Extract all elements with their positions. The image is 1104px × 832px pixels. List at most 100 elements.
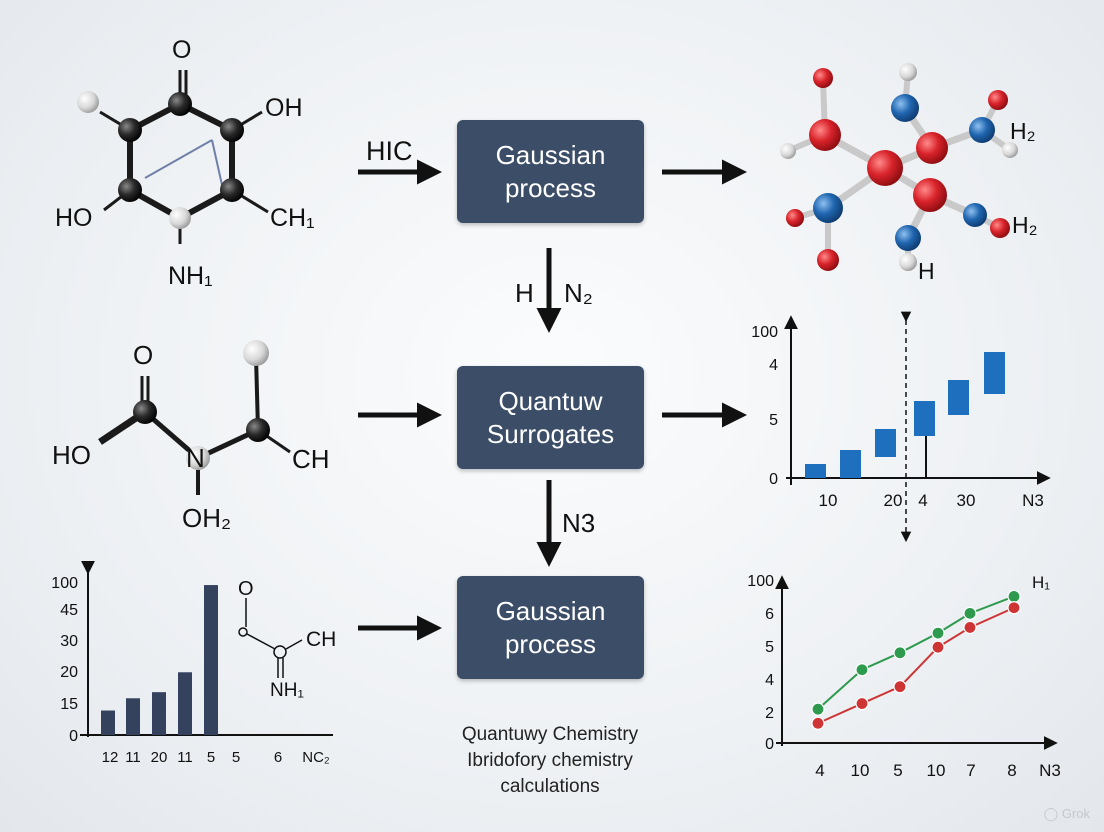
line-xtick: 8 — [1007, 761, 1016, 780]
box-mid-line2: Surrogates — [486, 418, 615, 449]
bar-right-xtick: 30 — [957, 491, 976, 510]
bar-right-xtick: 20 — [884, 491, 903, 510]
bar-left-bar-1 — [126, 698, 140, 735]
line-point-0-2 — [893, 646, 907, 660]
bar-right-xtick: N3 — [1022, 491, 1044, 510]
bar-right-ytick: 5 — [769, 412, 778, 429]
bar-right-ytick: 100 — [751, 324, 778, 341]
line-xtick: N3 — [1039, 761, 1061, 780]
bar-left-ytick: 20 — [60, 664, 78, 681]
caption: Quantuwy Chemistry Ibridofory chemistry … — [415, 722, 685, 800]
bar-left-bar-3 — [178, 672, 192, 735]
caption-line3: calculations — [500, 776, 600, 797]
line-legend-h1: H₁ — [1032, 573, 1050, 592]
bar-left-xtick: 20 — [151, 749, 168, 766]
bar-left-xtick: 6 — [274, 749, 282, 766]
molecule-3d — [780, 63, 1018, 271]
line-point-1-2 — [893, 680, 907, 694]
amide-label-ho: HO — [52, 440, 91, 470]
caption-line1: Quantuwy Chemistry — [461, 724, 639, 745]
amide-label-oh2: OH₂ — [182, 503, 232, 533]
line-ytick: 4 — [765, 672, 774, 689]
bar-right-bar-0 — [805, 464, 826, 478]
bar-left-ytick: 30 — [60, 633, 78, 650]
line-xtick: 10 — [851, 761, 870, 780]
bar-right-bar-1 — [840, 450, 861, 478]
molecule-amide — [98, 340, 291, 495]
small-label-o: O — [238, 578, 254, 600]
box-bottom-line2: process — [504, 628, 597, 659]
bar-left-bar-0 — [101, 710, 115, 735]
line-ytick: 0 — [765, 736, 774, 753]
benzene-label-o: O — [172, 36, 192, 64]
bar-right-xtick: 10 — [819, 491, 838, 510]
bar-left-xtick: 12 — [102, 749, 119, 766]
bar-left-xtick: NC₂ — [302, 749, 330, 766]
bar-right-bar-5 — [984, 352, 1005, 394]
bar-left-ytick: 100 — [51, 575, 78, 592]
bar-left-ytick: 15 — [60, 696, 78, 713]
bar-right-bar-3 — [914, 401, 935, 436]
line-point-1-1 — [855, 696, 869, 711]
bar-right-ytick: 0 — [769, 471, 778, 488]
line-point-0-0 — [811, 702, 825, 716]
line-xtick: 5 — [893, 761, 902, 780]
small-label-nh1: NH₁ — [270, 680, 304, 701]
bar-left-xtick: 5 — [232, 749, 240, 766]
line-series-0 — [817, 595, 1015, 710]
bar-left-ytick: 0 — [69, 728, 78, 745]
molecule3d-label-h2-top: H₂ — [1010, 118, 1036, 144]
watermark-text: Grok — [1061, 806, 1090, 821]
molecule-small — [238, 598, 303, 678]
line-xtick: 10 — [927, 761, 946, 780]
line-point-0-4 — [963, 606, 977, 620]
arrow-label-n3: N3 — [562, 508, 596, 538]
grok-watermark: ◯ Grok — [1043, 806, 1090, 821]
line-point-1-4 — [963, 620, 977, 635]
line-ytick: 6 — [765, 606, 774, 623]
bar-right-xtick: 4 — [918, 491, 927, 510]
amide-label-ch: CH — [292, 444, 330, 474]
benzene-label-ho: HO — [55, 204, 93, 232]
line-point-0-1 — [855, 663, 869, 677]
molecule3d-label-h2-right: H₂ — [1012, 212, 1038, 238]
arrow-label-h: H — [515, 278, 534, 308]
box-bottom-line1: Gaussian — [495, 595, 606, 626]
box-top-line1: Gaussian — [495, 139, 606, 170]
bar-left-xtick: 5 — [207, 749, 215, 766]
benzene-label-oh: OH — [265, 94, 303, 122]
quantum-surrogates-box: Quantuw Surrogates — [457, 366, 644, 469]
line-ytick: 100 — [747, 573, 774, 590]
line-chart-axes — [775, 575, 1058, 750]
line-ytick: 2 — [765, 705, 774, 722]
box-top-line2: process — [504, 172, 597, 203]
line-xtick: 7 — [966, 761, 975, 780]
molecule-ring — [77, 70, 269, 244]
bar-right-bar-4 — [948, 380, 969, 415]
line-point-1-5 — [1007, 601, 1021, 615]
molecule3d-label-h: H — [918, 258, 935, 284]
arrow-label-n2: N₂ — [564, 278, 593, 308]
box-mid-line1: Quantuw — [498, 385, 603, 416]
gaussian-process-box-top: Gaussian process — [457, 120, 644, 223]
caption-line2: Ibridofory chemistry — [467, 750, 633, 771]
amide-label-o: O — [133, 340, 154, 370]
line-series-1 — [817, 606, 1015, 725]
benzene-label-ch1: CH₁ — [270, 204, 315, 232]
line-point-1-3 — [931, 640, 945, 654]
bar-left-xtick: 11 — [125, 749, 141, 766]
arrow-label-hic: HIC — [366, 136, 413, 166]
gaussian-process-box-bottom: Gaussian process — [457, 576, 644, 679]
line-point-0-3 — [931, 626, 945, 640]
bar-right-bar-2 — [875, 429, 896, 457]
bar-left-bar-2 — [152, 692, 166, 735]
line-ytick: 5 — [765, 639, 774, 656]
line-xtick: 4 — [815, 761, 824, 780]
line-point-1-0 — [811, 716, 825, 730]
bar-right-ytick: 4 — [769, 357, 778, 374]
line-point-0-5 — [1007, 589, 1021, 604]
small-label-ch: CH — [306, 628, 337, 651]
bar-left-ytick: 45 — [60, 602, 78, 619]
